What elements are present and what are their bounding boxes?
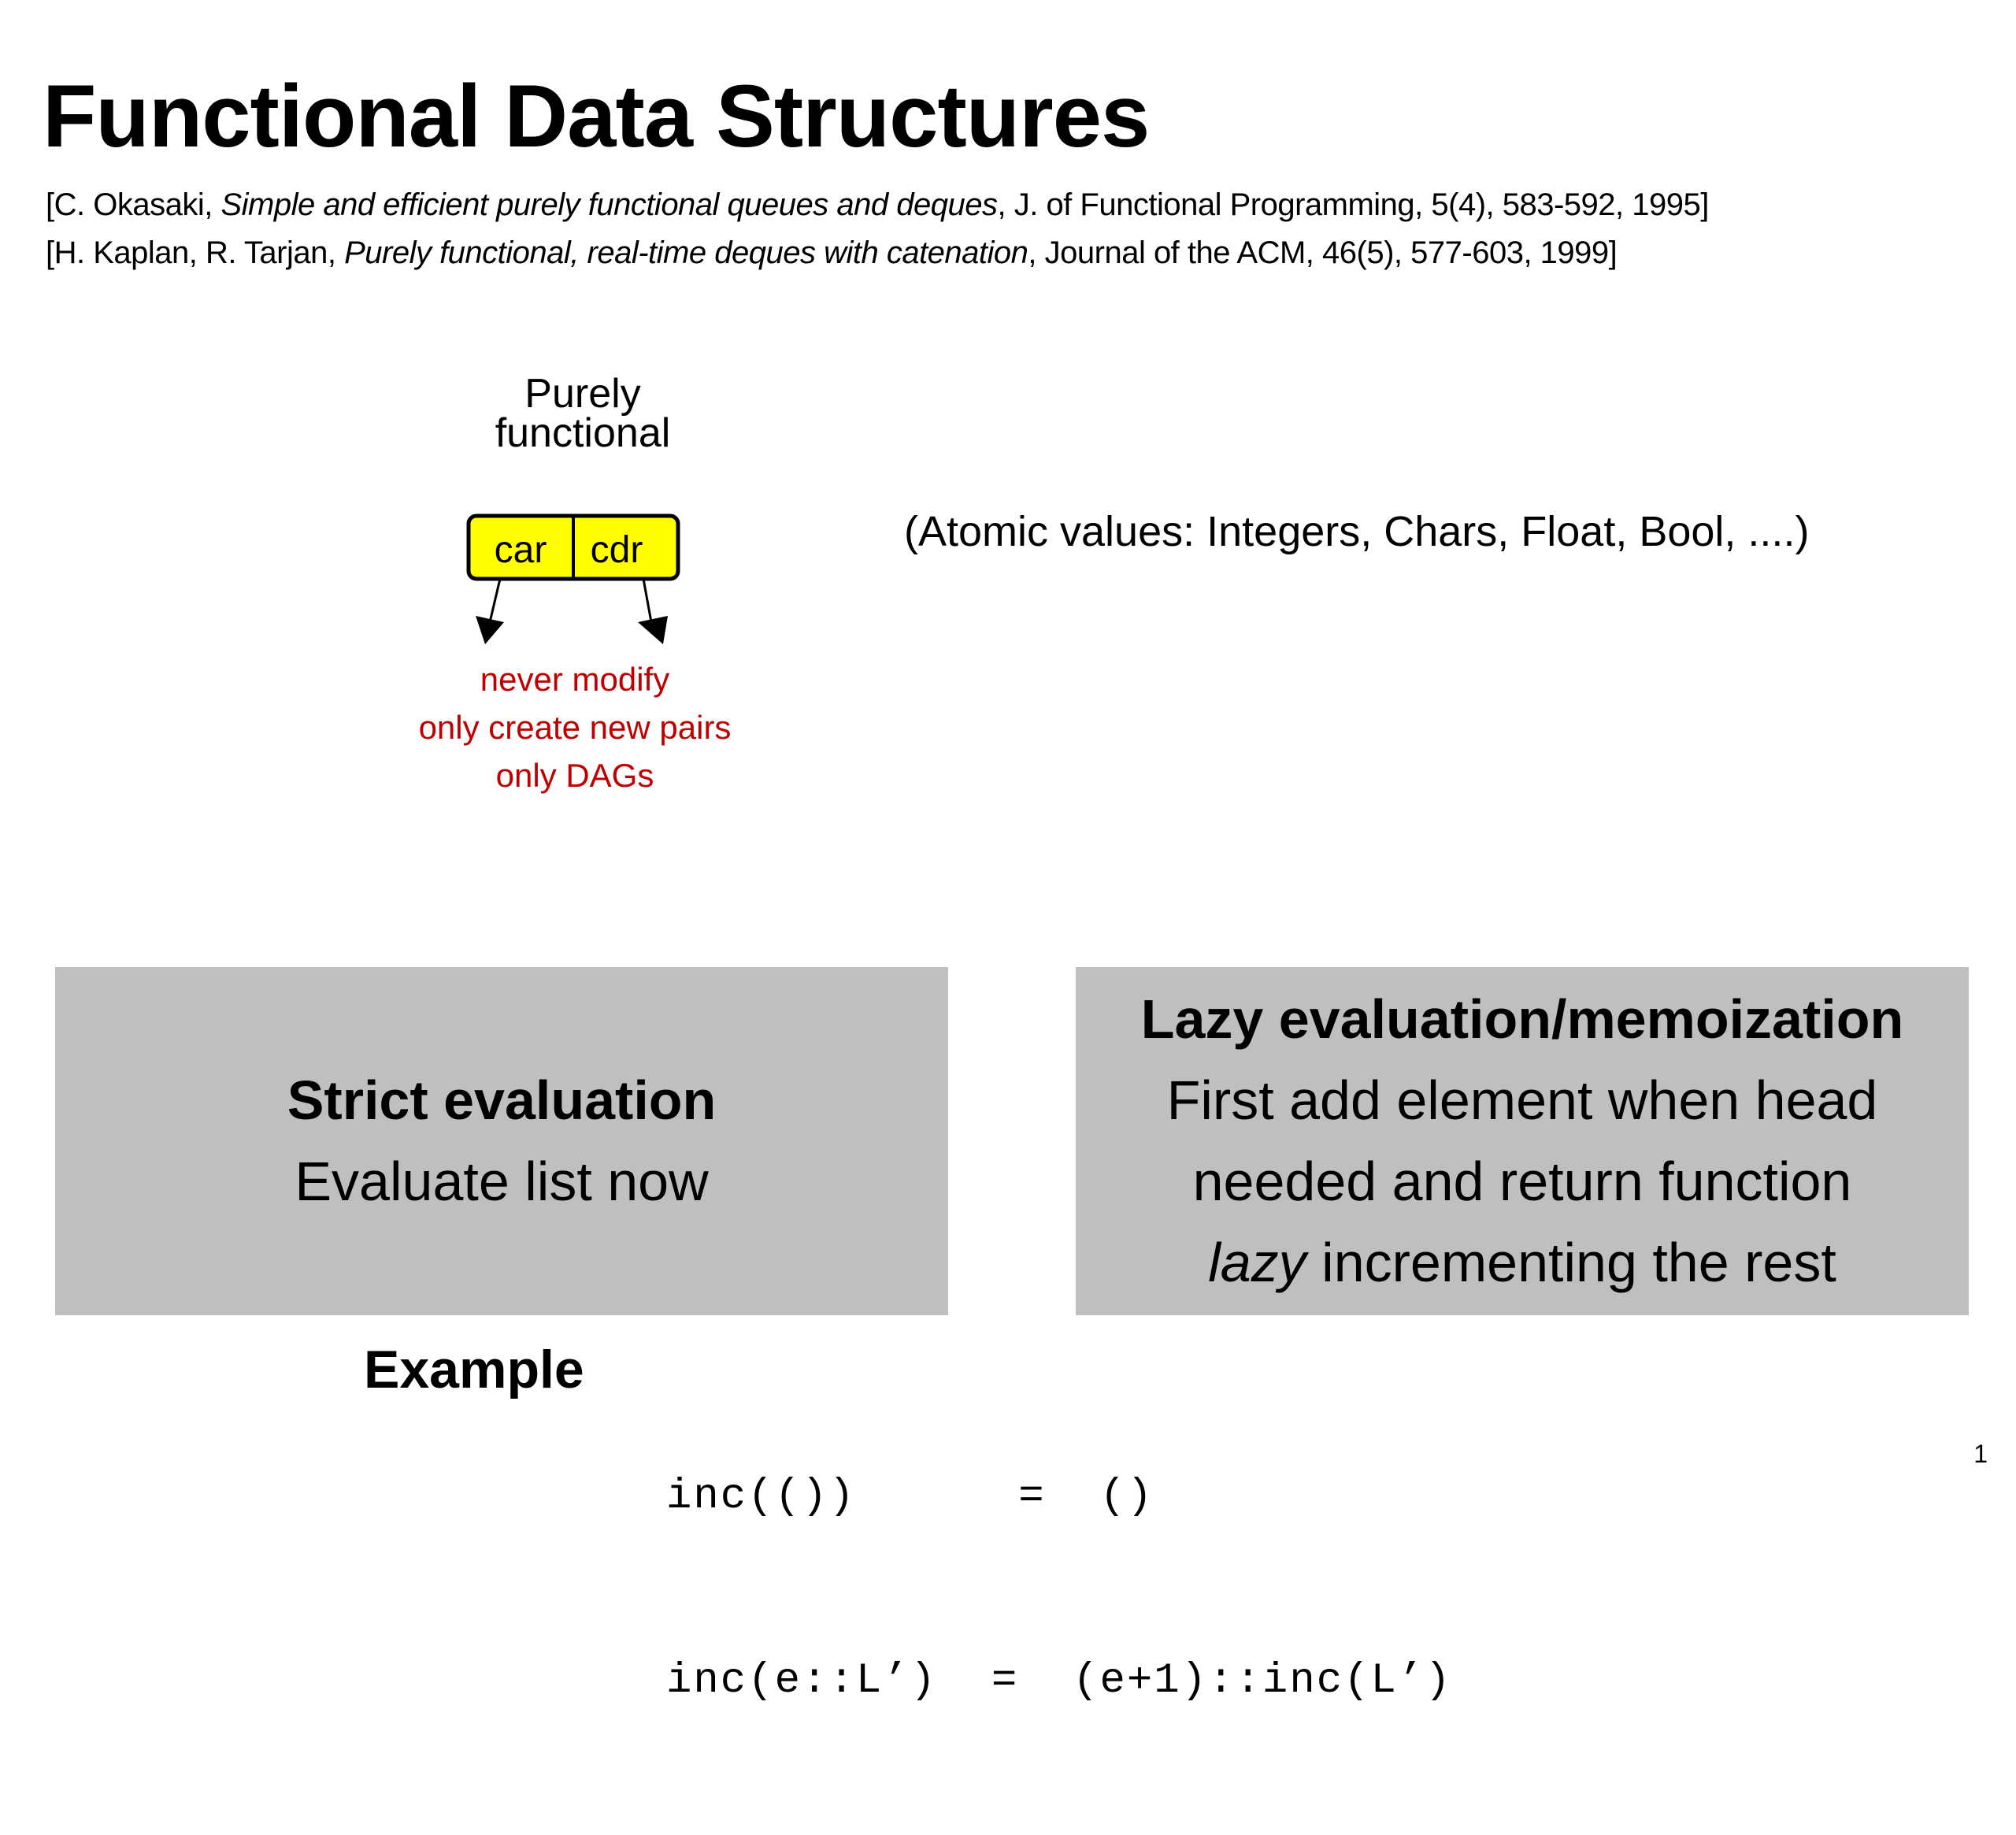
cons-pair-diagram: car cdr [466,513,680,644]
slide-title: Functional Data Structures [43,67,1150,165]
functional-word: functional [495,410,671,456]
car-arrowhead-shape [476,616,504,644]
car-label: car [495,529,547,571]
page-number: 1 [1973,1440,1988,1468]
cdr-label: cdr [591,529,643,571]
strict-evaluation-box: Strict evaluation Evaluate list now [55,967,948,1315]
reference-okasaki-title: Simple and efficient purely functional q… [220,187,998,222]
reference-kaplan-venue: , Journal of the ACM, 46(5), 577-603, 19… [1028,235,1618,270]
atomic-values-note: (Atomic values: Integers, Chars, Float, … [904,508,1810,555]
lazy-evaluation-line-2: needed and return function [1192,1151,1852,1212]
strict-evaluation-text: Evaluate list now [295,1151,709,1212]
rule-only-dags: only DAGs [495,757,654,794]
example-label: Example [364,1340,584,1399]
cdr-arrowhead-shape [638,616,668,644]
pair-rules: never modify only create new pairs only … [362,655,788,799]
reference-okasaki: [C. Okasaki, Simple and efficient purely… [46,181,1709,229]
lazy-evaluation-line-1: First add element when head [1166,1069,1878,1131]
car-pointer-arrow [488,578,502,623]
reference-okasaki-authors: [C. Okasaki, [46,187,221,222]
lazy-evaluation-box: Lazy evaluation/memoization First add el… [1076,967,1969,1315]
reference-kaplan-authors: [H. Kaplan, R. Tarjan, [46,235,345,270]
rule-create-new-pairs: only create new pairs [418,709,732,746]
lazy-evaluation-title: Lazy evaluation/memoization [1140,988,1904,1050]
references: [C. Okasaki, Simple and efficient purely… [46,181,1709,277]
cdr-pointer-arrow [642,578,653,623]
strict-evaluation-title: Strict evaluation [287,1069,717,1131]
code-line-recursive-case: inc(e::L’) = (e+1)::inc(L’) [666,1657,1452,1705]
lazy-line-rest: incrementing the rest [1306,1232,1836,1293]
purely-functional-label: Purely functional [441,371,724,456]
reference-kaplan-title: Purely functional, real-time deques with… [344,235,1028,270]
slide: Functional Data Structures [C. Okasaki, … [43,67,1988,1706]
code-line-base-case: inc(()) = () [666,1473,1154,1521]
reference-okasaki-venue: , J. of Functional Programming, 5(4), 58… [997,187,1709,222]
rule-never-modify: never modify [480,661,670,698]
lazy-italic-word: lazy [1208,1232,1306,1293]
example-code: inc(()) = () inc(e::L’) = (e+1)::inc(L’) [666,1344,1452,1835]
lazy-evaluation-line-3: lazy incrementing the rest [1208,1222,1836,1303]
reference-kaplan-tarjan: [H. Kaplan, R. Tarjan, Purely functional… [46,229,1709,277]
purely-word: Purely [524,371,641,417]
